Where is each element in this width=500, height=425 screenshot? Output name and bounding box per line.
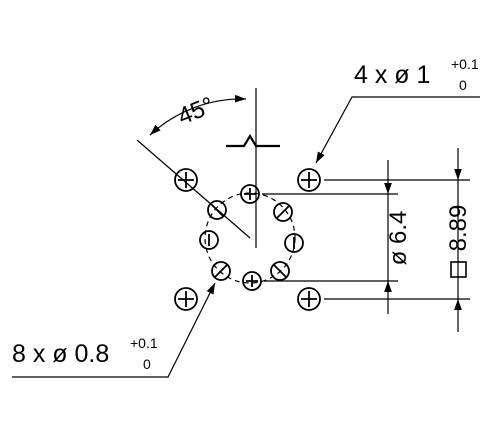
large-hole-top-right xyxy=(297,168,321,192)
large-holes-leader xyxy=(315,96,480,164)
large-hole-top-left xyxy=(174,168,198,192)
large-holes-tolerance-lower: 0 xyxy=(459,77,467,93)
key-notch-symbol xyxy=(226,133,280,148)
small-hole xyxy=(199,230,219,250)
small-hole xyxy=(270,261,290,281)
angle-dimension xyxy=(136,88,257,248)
small-holes-callout: 8 x ø 0.8 xyxy=(12,340,109,368)
large-holes xyxy=(174,168,321,311)
small-hole xyxy=(273,202,293,222)
small-holes xyxy=(199,184,304,291)
large-holes-tolerance-upper: +0.1 xyxy=(451,56,479,72)
extension-lines xyxy=(262,179,470,300)
circle-diameter-label: ø 6.4 xyxy=(385,211,412,266)
small-hole xyxy=(240,184,260,204)
diagonal-reference-line xyxy=(136,139,251,239)
angle-label: 45° xyxy=(174,92,218,131)
small-holes-tolerance-lower: 0 xyxy=(143,356,151,372)
small-holes-tolerance-upper: +0.1 xyxy=(130,335,158,351)
small-holes-leader xyxy=(12,282,216,378)
small-hole xyxy=(211,261,231,281)
small-hole xyxy=(284,233,304,253)
small-hole xyxy=(242,271,262,291)
square-symbol xyxy=(450,261,467,278)
large-hole-bottom-left xyxy=(174,287,198,311)
hole-spacing-label: 8.89 xyxy=(445,205,472,252)
angle-arc xyxy=(149,94,247,136)
large-holes-callout: 4 x ø 1 xyxy=(354,61,430,89)
large-hole-bottom-right xyxy=(297,287,321,311)
